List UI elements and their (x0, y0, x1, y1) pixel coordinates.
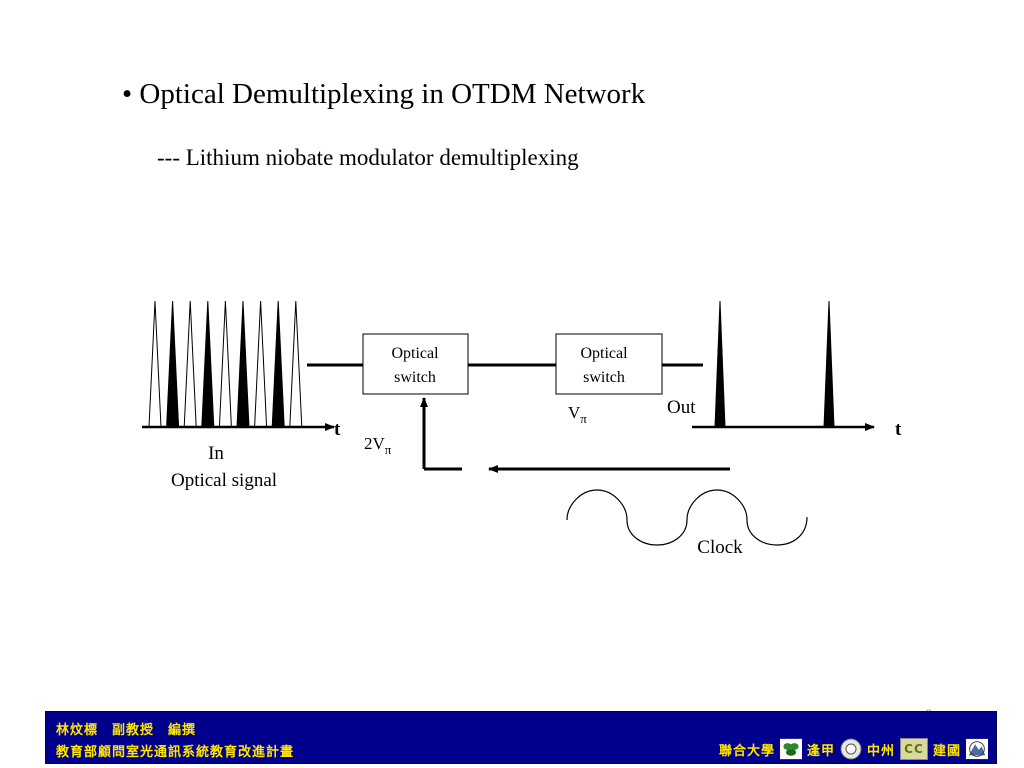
output-pulse (823, 300, 835, 428)
optical-switch-2-label: Optical (580, 345, 628, 362)
partner-united-university: 聯合大學 (718, 743, 775, 759)
input-pulse (254, 300, 268, 428)
output-time-label: t (895, 419, 902, 440)
footer-program: 教育部顧問室光通訊系統教育改進計畫 (56, 745, 295, 760)
footer-authors: 林炆標 副教授 編撰 (56, 723, 197, 738)
seal-logo-icon (840, 738, 862, 760)
input-pulse (183, 300, 197, 428)
clock-label: Clock (697, 537, 743, 558)
mountain-logo-icon (966, 738, 988, 760)
slide-title: • Optical Demultiplexing in OTDM Network (122, 78, 646, 110)
input-time-label: t (334, 419, 341, 440)
input-pulse (201, 300, 215, 428)
optical-switch-1-label-line2: switch (394, 369, 436, 386)
output-label: Out (667, 397, 696, 418)
slide-subtitle: --- Lithium niobate modulator demultiple… (157, 145, 579, 170)
partner-chungchou: 中州 (866, 743, 895, 759)
footer-partners: 聯合大學 逢甲 中州 CC 建國 (719, 737, 988, 761)
demux-diagram: t In Optical signal Optical switch Optic… (142, 300, 902, 558)
input-pulse (289, 300, 303, 428)
leaf-logo-icon (779, 738, 802, 760)
cc-logo-icon: CC (899, 738, 928, 760)
input-pulse (271, 300, 285, 428)
partner-fengchia: 逢甲 (806, 743, 835, 759)
input-pulse (236, 300, 250, 428)
input-pulse-train (148, 300, 303, 428)
optical-switch-1 (362, 333, 469, 395)
input-pulse (166, 300, 180, 428)
optical-switch-1-label: Optical (391, 345, 439, 362)
clock-waveform (566, 489, 808, 546)
optical-switch-2-label-line2: switch (583, 369, 625, 386)
half-wave-voltage-label: Vπ (568, 403, 587, 426)
input-label: In (208, 443, 224, 464)
input-pulse (148, 300, 162, 428)
output-pulse (714, 300, 726, 428)
bias-voltage-label: 2Vπ (364, 434, 392, 457)
input-pulse (218, 300, 232, 428)
output-pulse-train (714, 300, 835, 428)
partner-chienkuo: 建國 (932, 743, 961, 759)
optical-switch-2 (555, 333, 663, 395)
footer-bar: 林炆標 副教授 編撰 教育部顧問室光通訊系統教育改進計畫 聯合大學 逢甲 中州 … (45, 711, 997, 764)
input-caption: Optical signal (171, 470, 277, 491)
